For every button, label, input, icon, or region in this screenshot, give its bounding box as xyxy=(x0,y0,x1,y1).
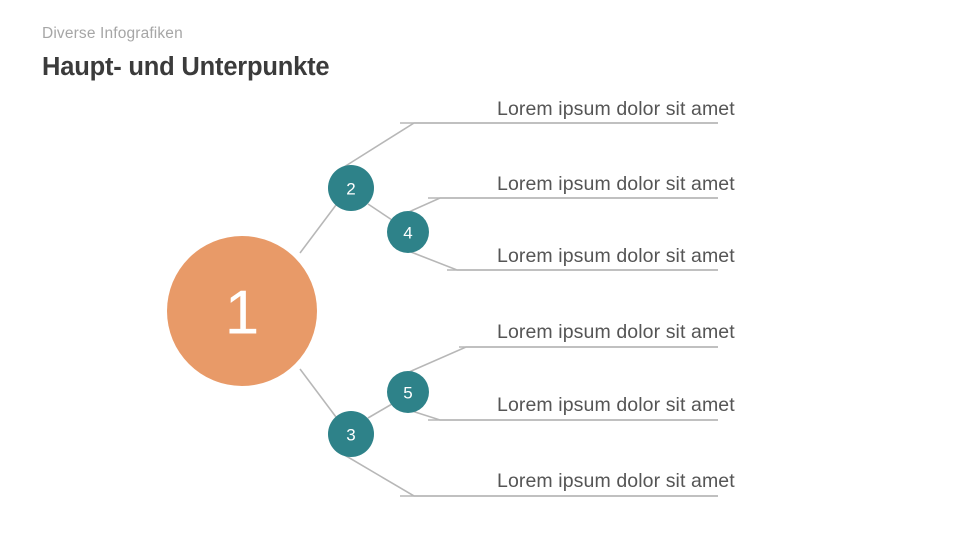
leaf-label-5: Lorem ipsum dolor sit amet xyxy=(497,394,735,416)
sub-node-label-2: 2 xyxy=(346,180,355,199)
main-node-circle[interactable] xyxy=(167,236,317,386)
leaf-label-2: Lorem ipsum dolor sit amet xyxy=(497,173,735,195)
connector-node2-to-4 xyxy=(367,203,393,221)
leaf-label-6: Lorem ipsum dolor sit amet xyxy=(497,470,735,492)
sub-node-circle-3[interactable] xyxy=(328,411,374,457)
sub-node-circle-2[interactable] xyxy=(328,165,374,211)
connector-main-to-3 xyxy=(299,368,337,418)
connector-node2-to-leaf1 xyxy=(335,122,718,173)
leaf-label-1: Lorem ipsum dolor sit amet xyxy=(497,98,735,120)
connector-node5-to-leaf4 xyxy=(392,346,718,380)
sub-node-label-3: 3 xyxy=(346,426,355,445)
sub-node-circle-4[interactable] xyxy=(387,211,429,253)
slide-header: Diverse Infografiken Haupt- und Unterpun… xyxy=(42,24,742,84)
main-node-label: 1 xyxy=(225,279,259,348)
leaf-underlines-group xyxy=(400,122,718,497)
connector-node3-to-5 xyxy=(367,403,393,419)
page-title: Haupt- und Unterpunkte xyxy=(42,53,330,81)
nodes-group: 1 2 4 3 5 xyxy=(167,165,429,457)
connector-node4-to-leaf2 xyxy=(392,197,718,220)
sub-node-circle-5[interactable] xyxy=(387,371,429,413)
sub-node-label-5: 5 xyxy=(403,384,412,403)
leaf-label-4: Lorem ipsum dolor sit amet xyxy=(497,321,735,343)
leaf-label-3: Lorem ipsum dolor sit amet xyxy=(497,245,735,267)
eyebrow-text: Diverse Infografiken xyxy=(42,25,183,42)
connector-main-to-2 xyxy=(299,204,337,254)
sub-node-label-4: 4 xyxy=(403,224,412,243)
